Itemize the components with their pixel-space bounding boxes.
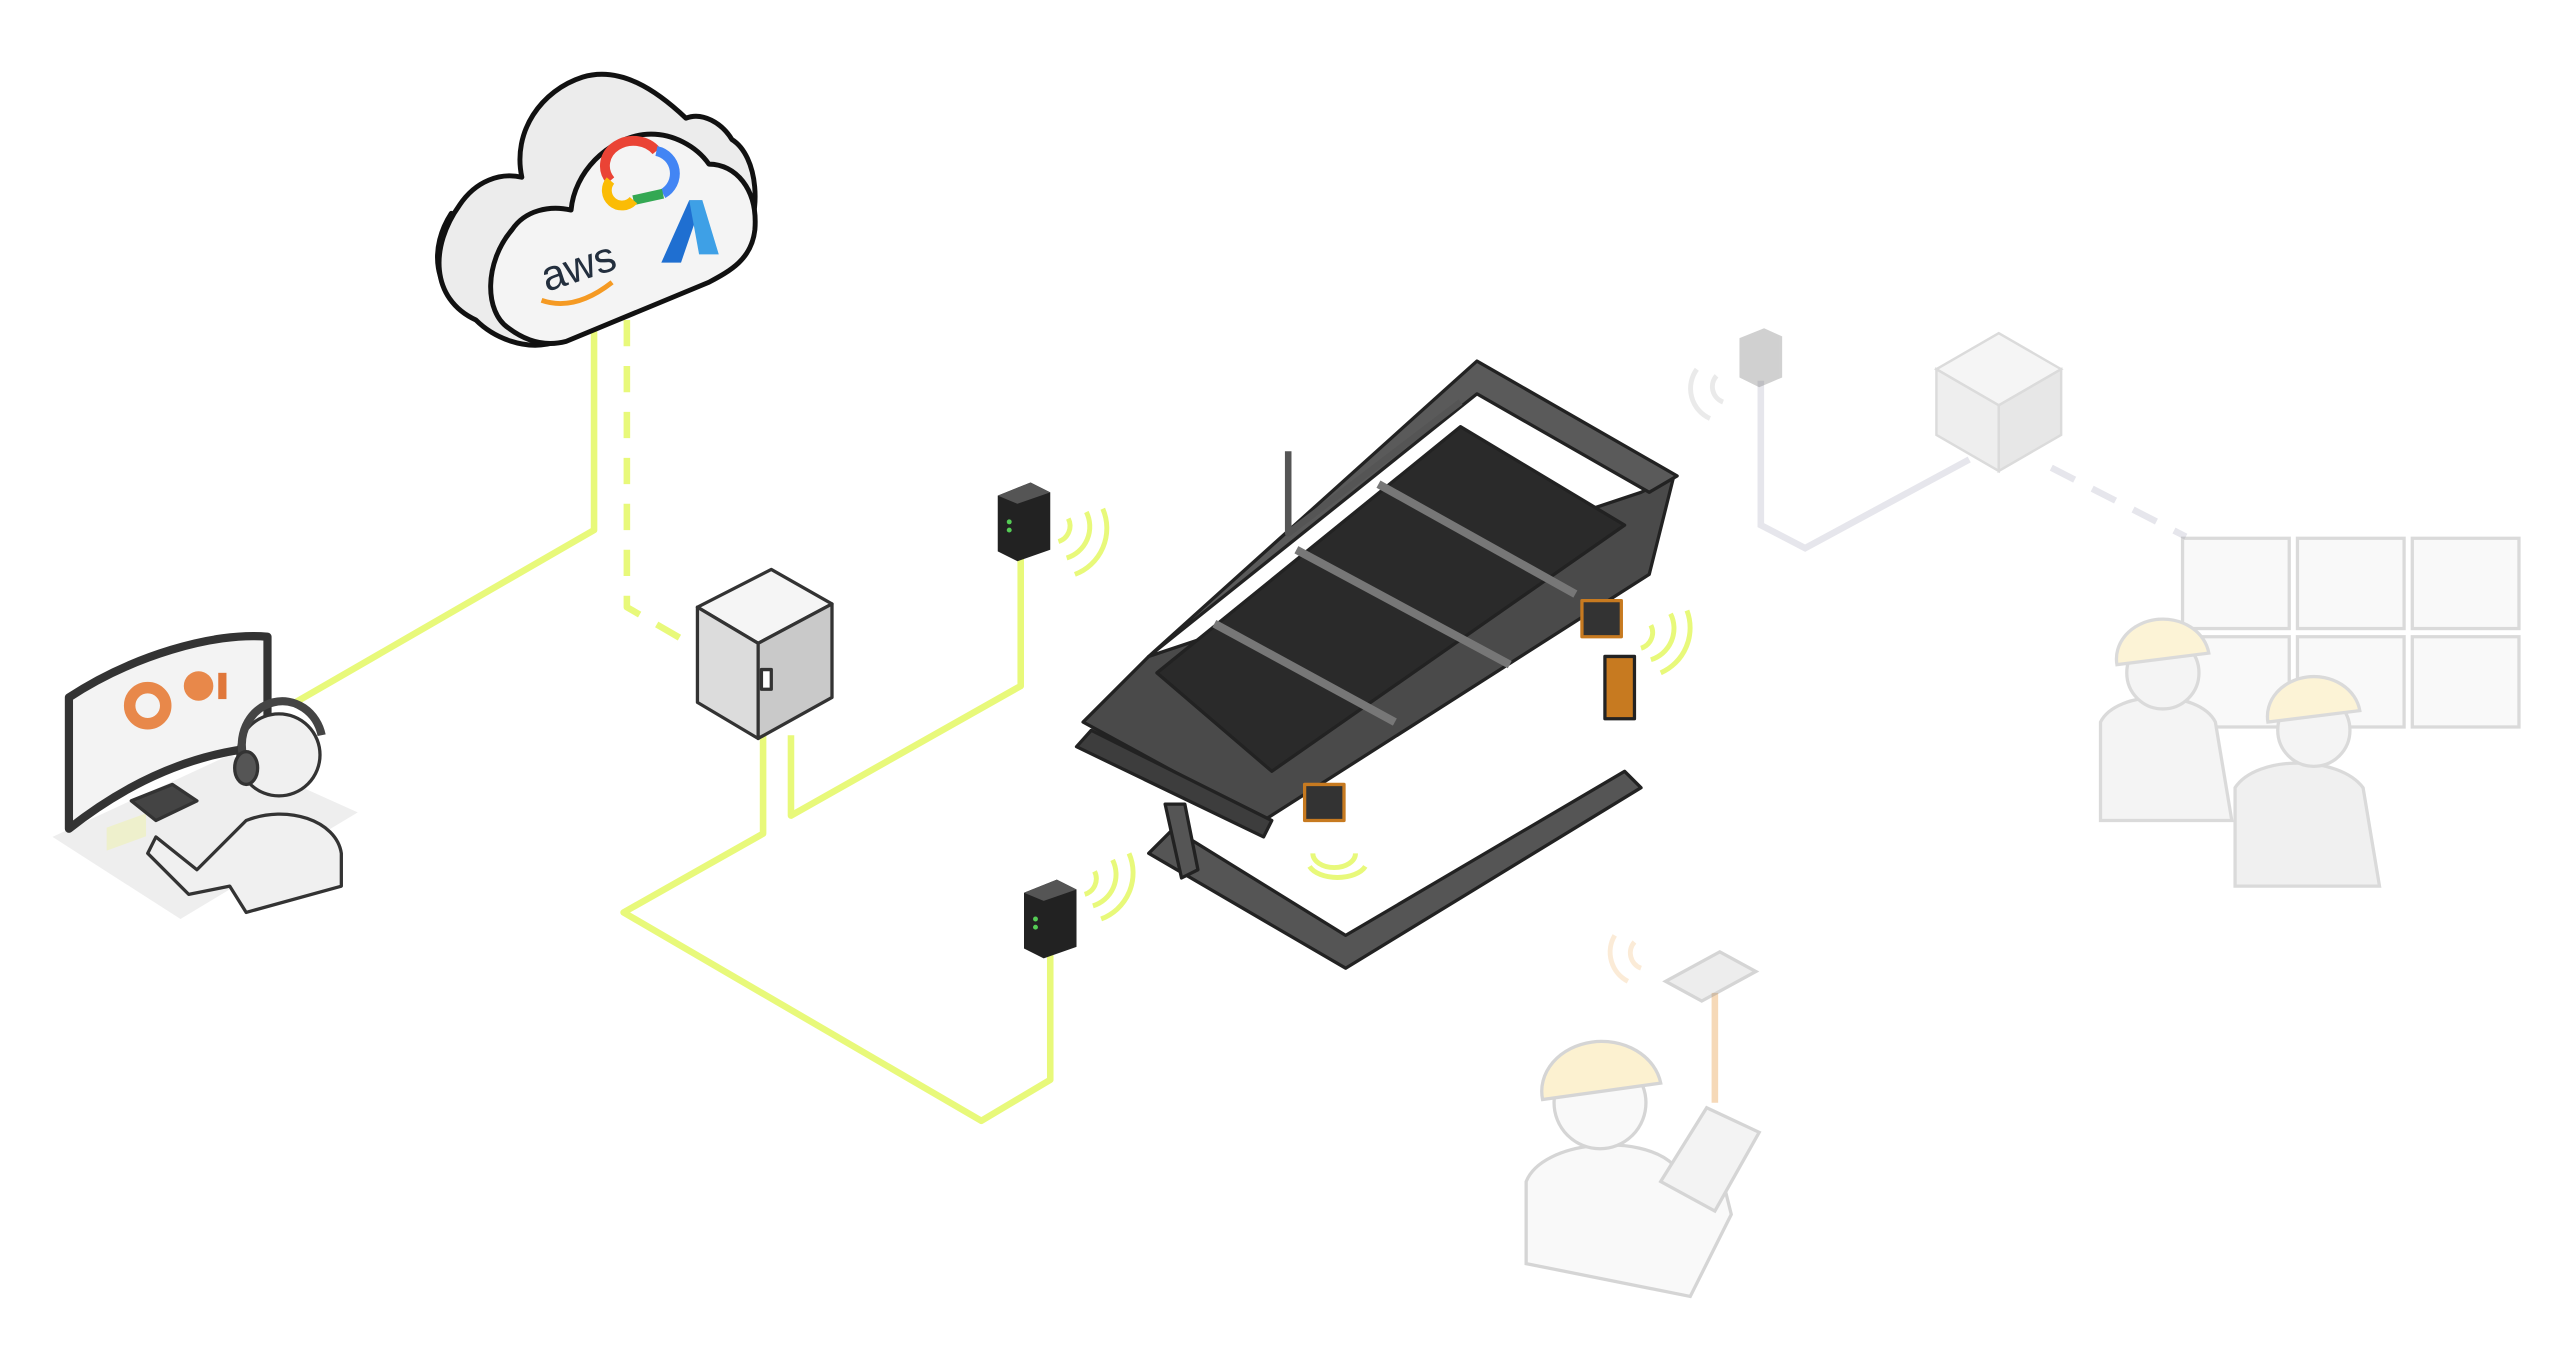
faded-worker-1	[2098, 617, 2234, 823]
note-pad	[106, 813, 147, 851]
faded-lines	[1711, 380, 2188, 1103]
vibration-sensor-1	[997, 482, 1110, 577]
cloud-to-analyst-line	[293, 320, 598, 706]
vibration-motor-2	[1302, 782, 1346, 823]
faded-tablet-icon	[1662, 949, 1760, 1003]
gateway-to-sensor-1-line	[787, 557, 1024, 819]
cloud-to-gateway-dashed-line	[623, 320, 691, 647]
faded-worker-2	[2233, 674, 2382, 888]
gateway-enclosure	[695, 567, 834, 741]
cloud: aws	[435, 71, 758, 348]
headset-icon	[237, 697, 326, 756]
vibration-sensor-2	[1024, 852, 1136, 959]
faded-field-technician	[1524, 934, 1762, 1299]
wireless-signal-icon	[1057, 507, 1110, 577]
wireless-signal-icon	[1083, 852, 1136, 922]
faded-edge-server	[1933, 331, 2064, 474]
cloud-face	[488, 131, 758, 346]
machine-hopper-wall	[1147, 359, 1679, 659]
person-body	[146, 812, 343, 915]
faded-sensor-to-server-line	[1757, 380, 1971, 552]
machine-feed-lip	[1074, 728, 1274, 839]
faded-server-to-control-room-dashed-line	[2049, 464, 2188, 540]
donut-chart-icon	[123, 681, 172, 730]
wireless-signal-icon	[1307, 609, 1693, 880]
monitor-stand	[129, 782, 199, 823]
vibrating-screen-machine	[1074, 359, 1693, 970]
connection-lines	[293, 320, 1054, 1125]
gateway-latch	[759, 667, 773, 691]
vibration-motor-1	[1580, 598, 1623, 639]
faded-control-room	[2098, 536, 2521, 888]
remote-analyst-workstation	[52, 632, 358, 919]
gateway-to-sensor-2-line	[620, 735, 1054, 1125]
machine-frame-leg	[1163, 802, 1200, 880]
bar-chart-icon	[218, 672, 227, 700]
faded-sensor	[1688, 328, 1783, 421]
pie-chart-icon	[183, 671, 214, 701]
machine-rail	[1284, 399, 1463, 537]
spring-mount	[1603, 654, 1637, 721]
google-cloud-logo	[600, 135, 680, 211]
